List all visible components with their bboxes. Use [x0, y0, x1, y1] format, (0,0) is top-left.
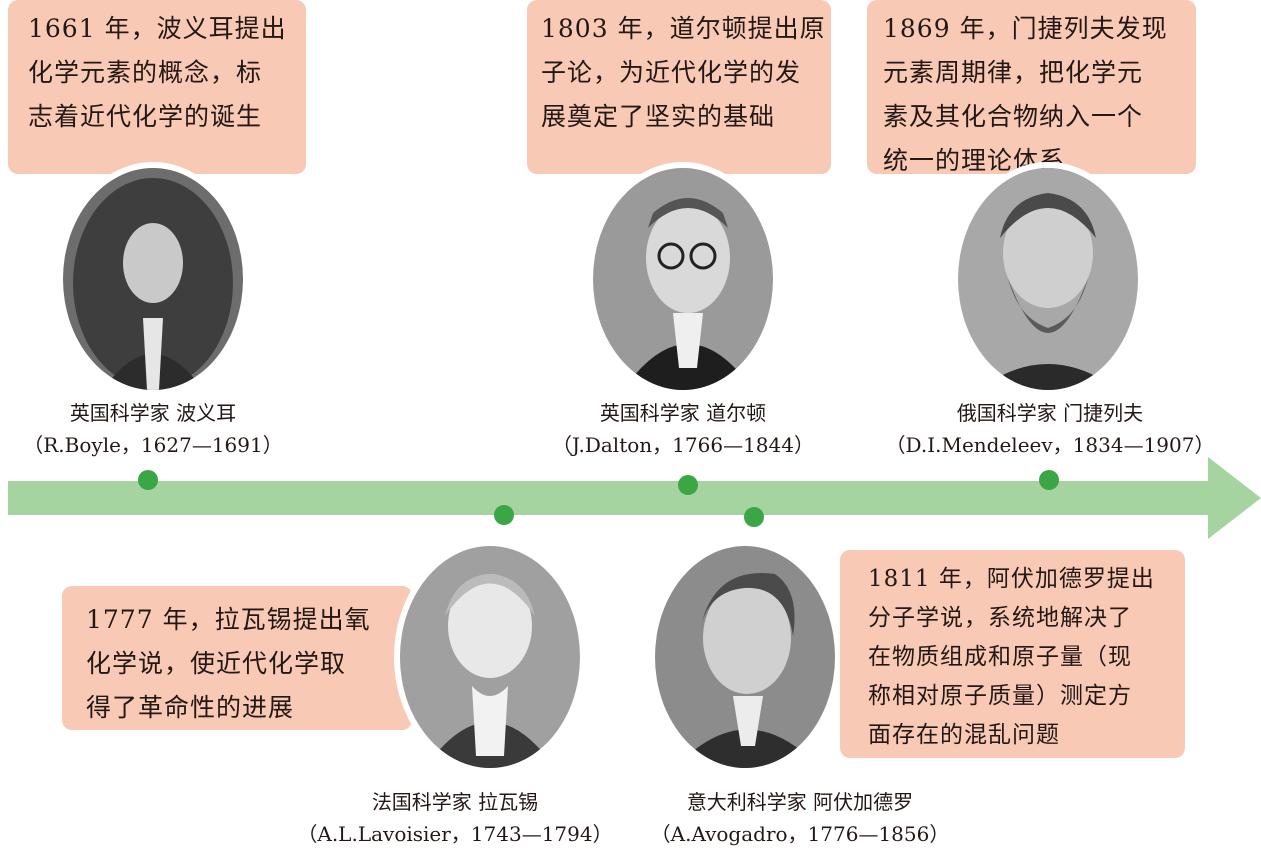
portrait-boyle: [63, 168, 243, 390]
scientist-life-mendeleev: （D.I.Mendeleev，1834—1907）: [885, 433, 1215, 457]
scientist-name-boyle: 英国科学家 波义耳: [69, 401, 237, 425]
caption-mendeleev: 俄国科学家 门捷列夫 （D.I.Mendeleev，1834—1907）: [870, 397, 1230, 461]
caption-avogadro: 意大利科学家 阿伏加德罗 （A.Avogadro，1776—1856）: [640, 786, 960, 850]
event-box-boyle: 1661 年，波义耳提出 化学元素的概念，标 志着近代化学的诞生: [8, 0, 306, 174]
event-box-mendeleev: 1869 年，门捷列夫发现 元素周期律，把化学元 素及其化合物纳入一个 统一的理…: [867, 0, 1196, 175]
timeline-dot-mendeleev: [1039, 470, 1059, 490]
caption-dalton: 英国科学家 道尔顿 （J.Dalton，1766—1844）: [530, 397, 836, 461]
event-box-dalton: 1803 年，道尔顿提出原 子论，为近代化学的发 展奠定了坚实的基础: [527, 0, 831, 174]
scientist-name-lavoisier: 法国科学家 拉瓦锡: [371, 790, 539, 814]
timeline-dot-lavoisier: [494, 505, 514, 525]
scientist-life-dalton: （J.Dalton，1766—1844）: [552, 433, 814, 457]
portrait-dalton: [593, 168, 773, 390]
portrait-avogadro: [655, 546, 835, 768]
event-box-avogadro: 1811 年，阿伏加德罗提出 分子学说，系统地解决了 在物质组成和原子量（现 称…: [840, 550, 1185, 758]
scientist-name-dalton: 英国科学家 道尔顿: [599, 401, 767, 425]
caption-boyle: 英国科学家 波义耳 （R.Boyle，1627—1691）: [0, 397, 306, 461]
scientist-life-lavoisier: （A.L.Lavoisier，1743—1794）: [297, 822, 613, 846]
timeline-arrow-shape: [8, 457, 1261, 539]
scientist-name-avogadro: 意大利科学家 阿伏加德罗: [686, 790, 914, 814]
portrait-mendeleev: [958, 168, 1138, 390]
event-text-lavoisier: 1777 年，拉瓦锡提出氧 化学说，使近代化学取 得了革命性的进展: [86, 605, 371, 722]
event-text-dalton: 1803 年，道尔顿提出原 子论，为近代化学的发 展奠定了坚实的基础: [541, 14, 826, 131]
scientist-name-mendeleev: 俄国科学家 门捷列夫: [956, 401, 1144, 425]
event-text-mendeleev: 1869 年，门捷列夫发现 元素周期律，把化学元 素及其化合物纳入一个 统一的理…: [883, 14, 1168, 175]
event-text-boyle: 1661 年，波义耳提出 化学元素的概念，标 志着近代化学的诞生: [28, 14, 287, 131]
scientist-life-boyle: （R.Boyle，1627—1691）: [23, 433, 283, 457]
event-box-lavoisier: 1777 年，拉瓦锡提出氧 化学说，使近代化学取 得了革命性的进展: [62, 586, 412, 730]
timeline-dot-avogadro: [744, 507, 764, 527]
timeline-dot-dalton: [678, 475, 698, 495]
event-text-avogadro: 1811 年，阿伏加德罗提出 分子学说，系统地解决了 在物质组成和原子量（现 称…: [868, 566, 1155, 748]
portrait-lavoisier: [400, 546, 580, 768]
caption-lavoisier: 法国科学家 拉瓦锡 （A.L.Lavoisier，1743—1794）: [295, 786, 615, 850]
scientist-life-avogadro: （A.Avogadro，1776—1856）: [650, 822, 950, 846]
timeline-dot-boyle: [138, 470, 158, 490]
